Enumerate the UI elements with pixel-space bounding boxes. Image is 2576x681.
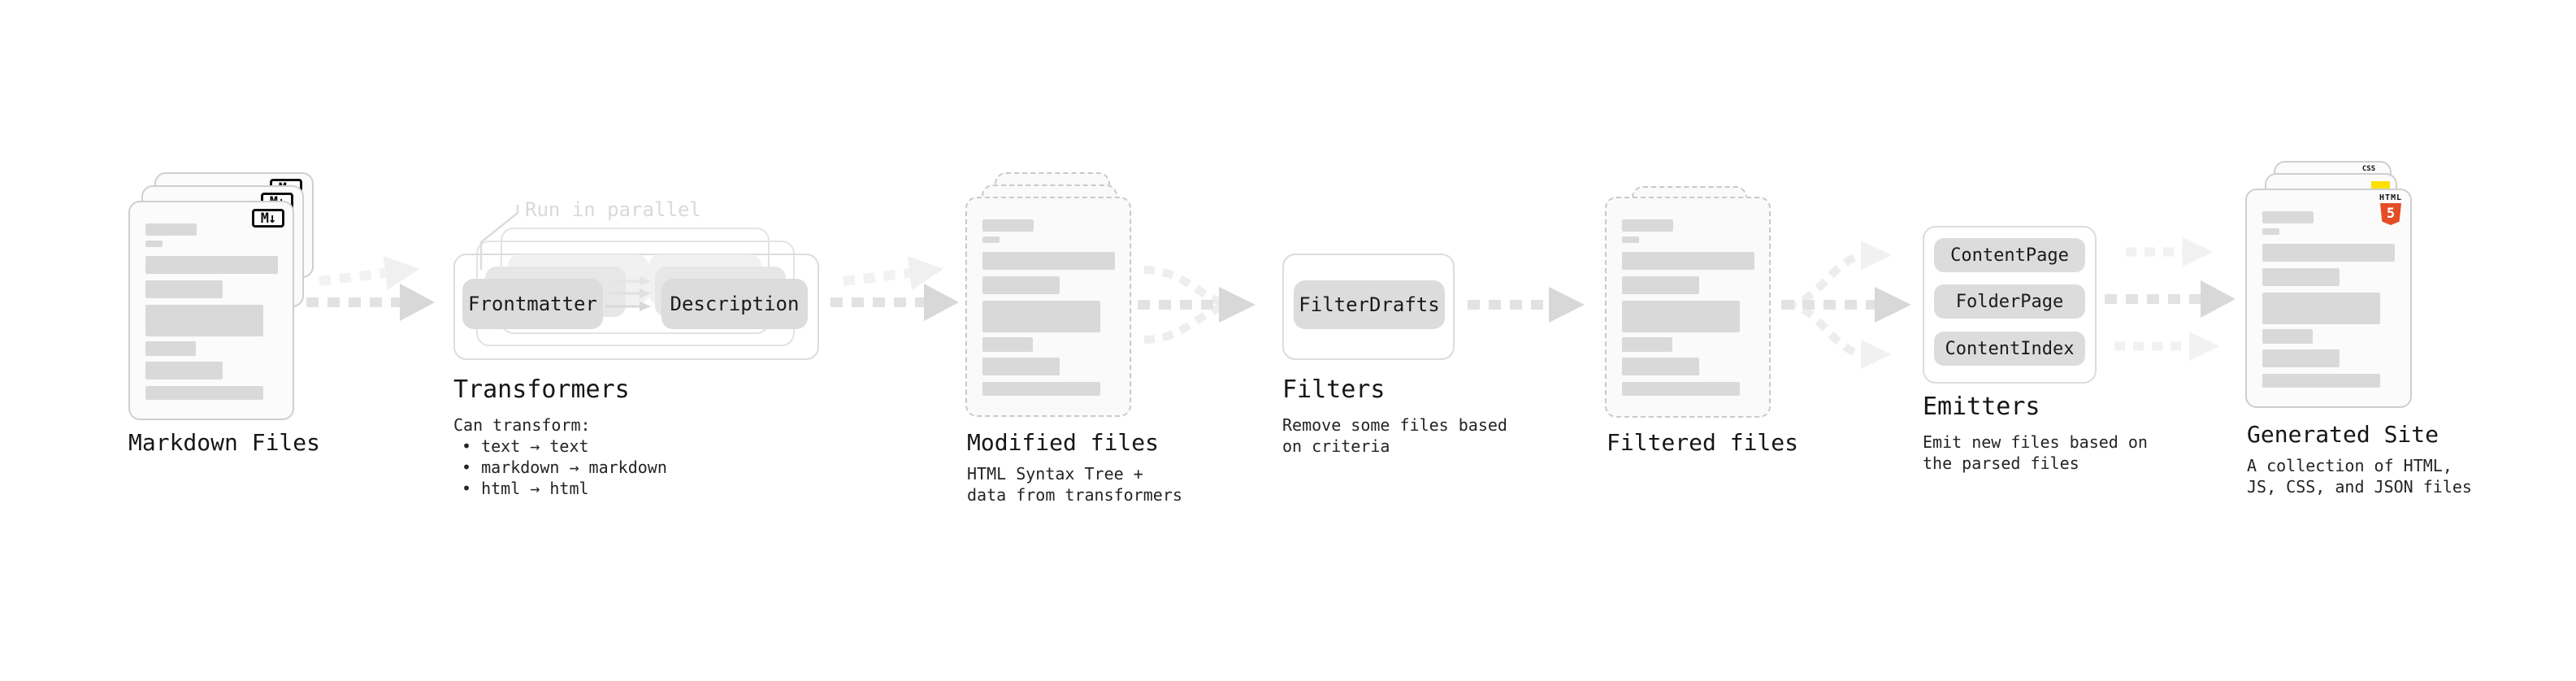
sublabel-line: Remove some files based [1282,415,1507,435]
sublabel-line: on criteria [1282,436,1390,456]
transformers-desc-heading: Can transform: [453,415,591,435]
doc-placeholder-lines [982,219,1115,396]
generated-site-sublabel: A collection of HTML, JS, CSS, and JSON … [2247,455,2472,497]
contentindex-pill: ContentIndex [1934,332,2085,366]
bullet-item: • text → text [462,436,589,456]
js-icon [2371,181,2390,190]
arrow-modified-to-filters-merge [1138,266,1255,344]
arrow-filtered-to-emitters-fanout [1781,241,1911,369]
emitters-sublabel: Emit new files based on the parsed files [1923,432,2148,474]
doc-placeholder-lines [145,223,278,400]
run-in-parallel-note: Run in parallel [525,198,701,221]
filters-sublabel: Remove some files based on criteria [1282,414,1507,457]
modified-files-label: Modified files [967,429,1160,456]
arrow-filters-to-filtered [1468,287,1585,323]
site-card-html: HTML 5 [2245,189,2412,408]
bullet-item: • markdown → markdown [462,458,667,477]
doc-placeholder-lines [2262,211,2395,388]
modified-file-card-front [965,197,1131,417]
filterdrafts-pill: FilterDrafts [1294,280,1445,329]
doc-placeholder-lines [1622,219,1754,396]
sublabel-line: HTML Syntax Tree + [967,464,1143,484]
sublabel-line: the parsed files [1923,453,2079,473]
sublabel-line: JS, CSS, and JSON files [2247,477,2472,497]
arrow-markdown-to-transformers [306,256,435,321]
filters-box [1282,254,1455,360]
markdown-files-label: Markdown Files [128,429,321,456]
run-in-parallel-callout-line [479,205,519,270]
description-pill: Description [661,279,808,329]
markdown-file-card-front: M↓ [128,201,294,420]
bullet-item: • html → html [462,479,589,498]
emitters-title: Emitters [1923,393,2040,421]
arrows-emitters-to-site [2105,237,2236,361]
sublabel-line: data from transformers [967,485,1182,505]
frontmatter-pill: Frontmatter [462,279,603,329]
sublabel-line: Emit new files based on [1923,432,2148,452]
filtered-files-label: Filtered files [1607,429,1799,456]
html5-icon-word: HTML [2379,193,2403,202]
generated-site-label: Generated Site [2247,421,2439,448]
html5-icon-shield: 5 [2380,203,2401,225]
transformer-inner-arrows [605,276,651,311]
markdown-icon: M↓ [252,209,284,228]
sublabel-line: A collection of HTML, [2247,456,2452,475]
filtered-file-card-front [1605,197,1771,418]
css-icon-text: CSS [2361,165,2376,173]
arrow-transformers-to-modified [830,256,959,321]
modified-files-sublabel: HTML Syntax Tree + data from transformer… [967,463,1182,505]
transformers-bullet-list: • text → text • markdown → markdown • ht… [453,436,667,499]
transformers-description: Can transform: • text → text • markdown … [453,414,667,499]
folderpage-pill: FolderPage [1934,284,2085,319]
emitters-box [1923,226,2097,384]
html5-icon-number: 5 [2386,206,2396,222]
transformers-title: Transformers [453,375,630,404]
filters-title: Filters [1282,375,1386,404]
contentpage-pill: ContentPage [1934,238,2085,272]
html5-icon: HTML 5 [2379,194,2402,225]
